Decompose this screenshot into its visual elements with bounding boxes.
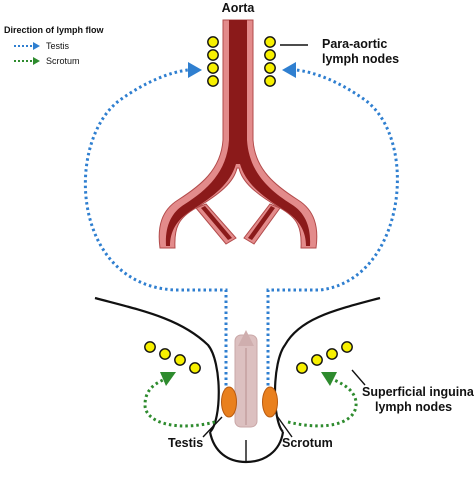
legend: Direction of lymph flow Testis Scrotum [4,25,105,66]
scrotum-flow-left [143,378,216,428]
testis-flow-arrow-left-icon [188,62,202,78]
lymph-node [207,62,219,74]
lymph-node [189,362,201,374]
legend-title: Direction of lymph flow [4,25,105,35]
para-aortic-nodes [207,36,276,87]
lymph-node [174,354,186,366]
lymph-node [264,75,276,87]
testis-label: Testis [168,436,203,450]
lymph-node [144,341,156,353]
lymph-node [326,348,338,360]
lymph-node [264,49,276,61]
aorta [158,19,318,249]
penis [234,330,258,428]
scrotum-flow-right [287,378,358,428]
scrotum-flow-arrow-left-icon [160,372,176,386]
inguinal-pointer [351,369,366,386]
groin-left-outline [94,296,220,433]
testis-legend-arrow-icon [33,42,40,50]
lymph-node [341,341,353,353]
legend-testis-label: Testis [46,41,70,51]
scrotum-label: Scrotum [282,436,333,450]
scrotum-flow-arrow-right-icon [321,372,337,386]
scrotum-legend-arrow-icon [33,57,40,65]
inguinal-label-line2: lymph nodes [375,400,452,414]
aorta-branch-right-lumen [248,206,275,240]
para-aortic-label-line2: lymph nodes [322,52,399,66]
lymph-node [264,36,276,48]
groin-right-outline [273,296,381,433]
lymph-node [159,348,171,360]
legend-item-scrotum: Scrotum [14,56,80,66]
scrotum-pointer [276,415,293,438]
para-aortic-label-line1: Para-aortic [322,37,387,51]
testis-pointer [202,416,223,438]
lymph-node [264,62,276,74]
aorta-label: Aorta [222,1,256,15]
aorta-lumen [165,20,311,246]
inguinal-nodes [144,341,353,374]
lymph-node [296,362,308,374]
testis-left [221,386,237,418]
legend-item-testis: Testis [14,41,70,51]
lymph-node [207,49,219,61]
scrotum-lymph-flow [143,378,358,428]
lymph-node [311,354,323,366]
lymph-node [207,75,219,87]
inguinal-label-line1: Superficial inguinal [362,385,474,399]
testis-flow-arrow-right-icon [282,62,296,78]
glans [238,330,254,346]
testis-right [262,386,278,418]
legend-scrotum-label: Scrotum [46,56,80,66]
testis-flow-left [83,68,228,402]
aorta-branch-left-lumen [201,206,232,240]
lymph-node [207,36,219,48]
